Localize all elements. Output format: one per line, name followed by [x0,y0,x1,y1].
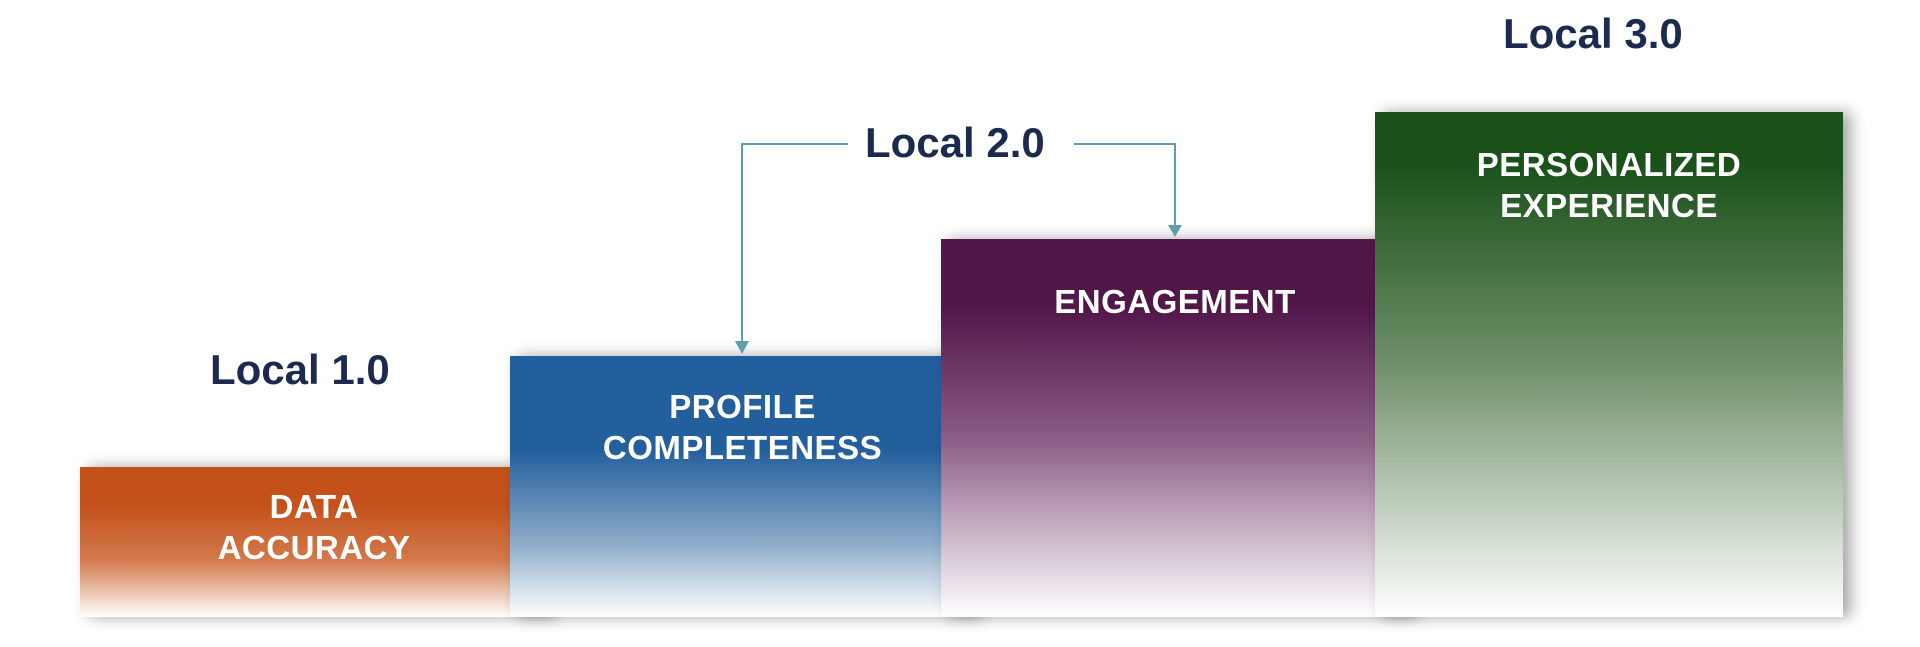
bracket-left-line [741,143,848,342]
step-label-line: ACCURACY [217,529,411,566]
step-data-accuracy-label: DATA ACCURACY [80,486,548,568]
bracket-right-line [1074,143,1176,226]
stage-title-local-1: Local 1.0 [210,346,390,393]
step-engagement: ENGAGEMENT [941,239,1409,617]
step-label-line: DATA [269,488,359,525]
step-profile-completeness: PROFILE COMPLETENESS [510,356,975,617]
stage-title-local-3: Local 3.0 [1503,10,1683,57]
step-personalized-experience-label: PERSONALIZED EXPERIENCE [1375,144,1843,226]
stage-title-local-2: Local 2.0 [865,119,1045,166]
step-label-line: PROFILE [669,388,816,425]
step-label-line: PERSONALIZED [1476,146,1742,183]
step-engagement-label: ENGAGEMENT [941,281,1409,322]
arrowhead-down-icon [1168,225,1182,237]
step-label-line: ENGAGEMENT [1054,283,1296,320]
arrowhead-down-icon [735,341,749,354]
step-label-line: EXPERIENCE [1500,187,1718,224]
step-profile-completeness-label: PROFILE COMPLETENESS [510,386,975,468]
step-personalized-experience: PERSONALIZED EXPERIENCE [1375,112,1843,617]
step-data-accuracy: DATA ACCURACY [80,467,548,617]
step-label-line: COMPLETENESS [602,429,883,466]
